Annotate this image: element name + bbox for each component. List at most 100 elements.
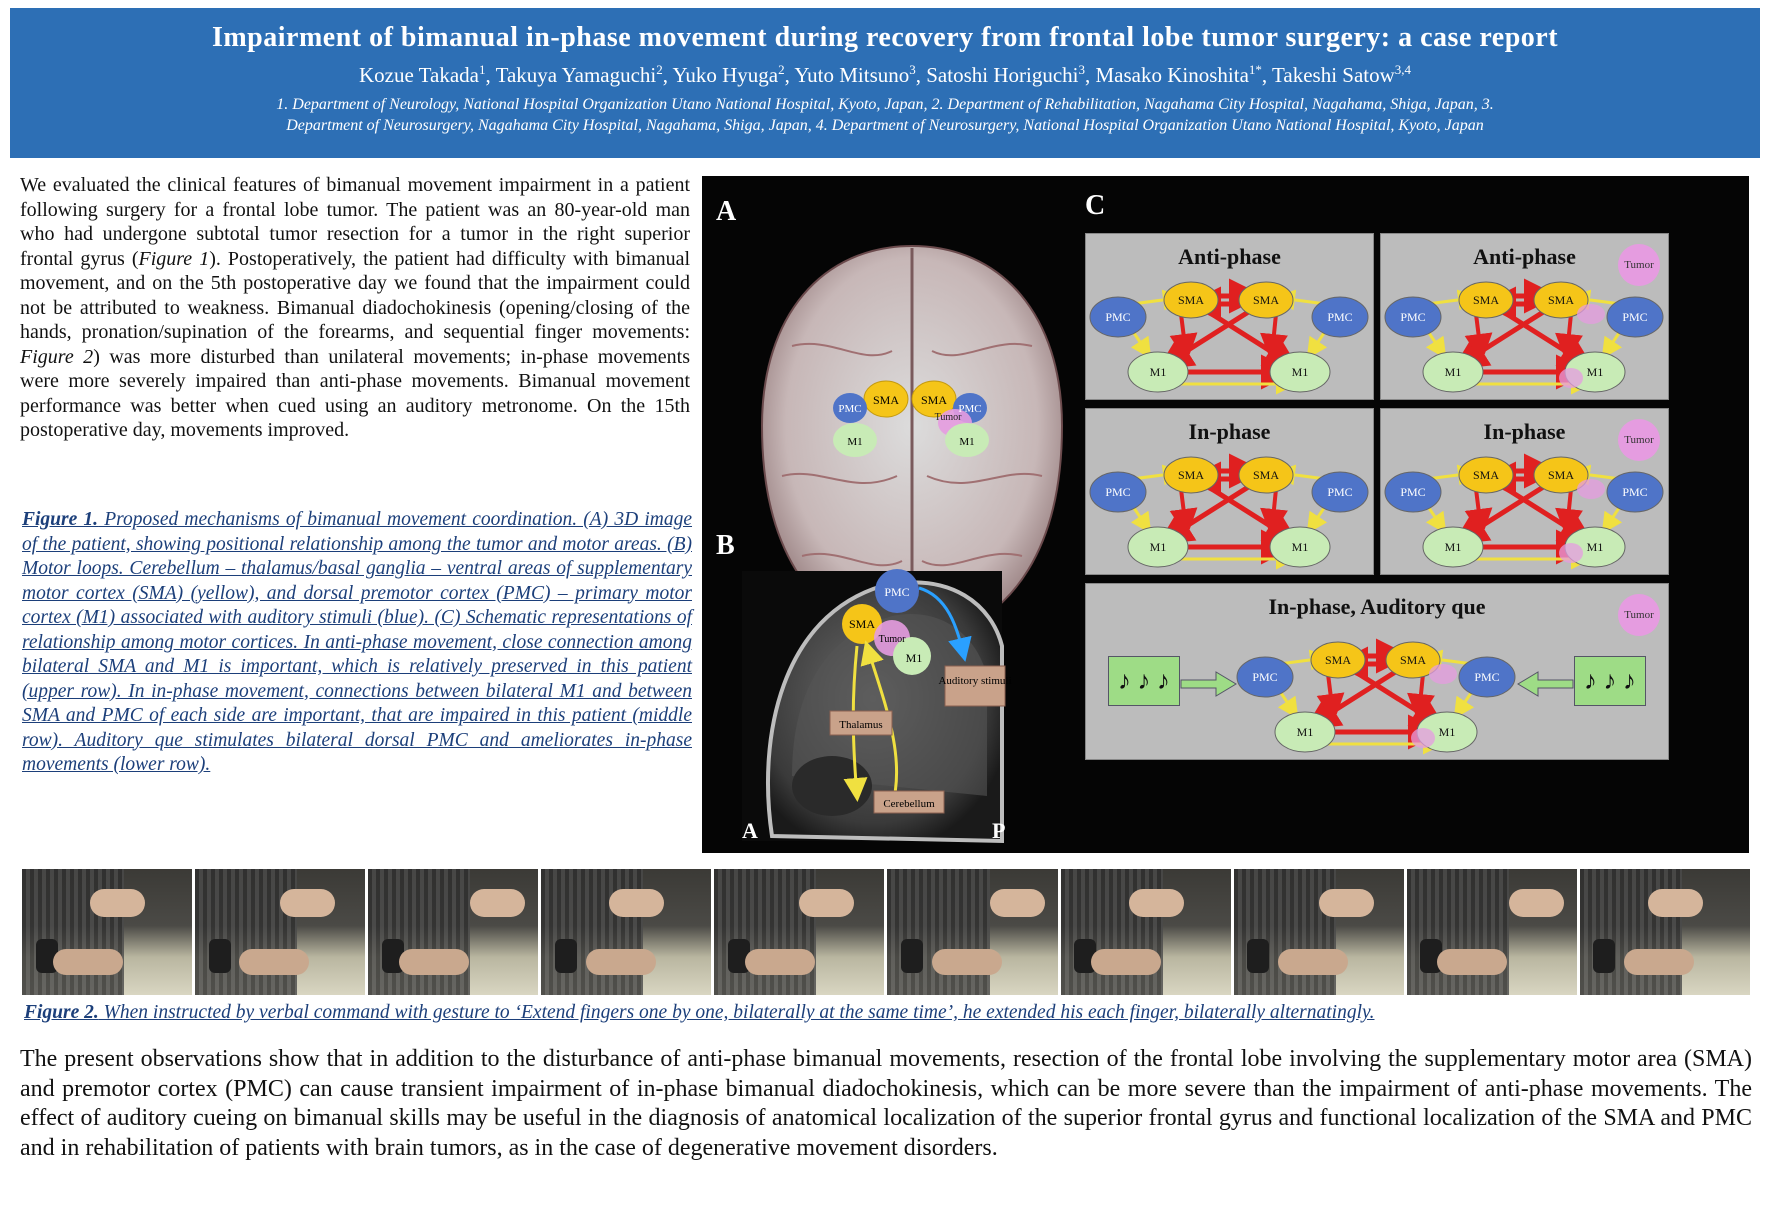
lower-hand-shape: [1437, 949, 1508, 975]
panel-b-pmc: [875, 569, 919, 613]
figure2-photo-frame: [887, 869, 1058, 995]
m1-right-node-label: M1: [1439, 725, 1456, 739]
figure2-photo-frame: [1233, 869, 1404, 995]
author-name: Yuto Mitsuno: [794, 63, 910, 87]
sma-right-node-label: SMA: [1253, 293, 1279, 307]
auditory-arrow-left: [1180, 671, 1237, 697]
pmc-right-node: [1458, 656, 1516, 698]
figure1-caption-label: Figure 1.: [22, 509, 99, 530]
figure1-caption-text: Proposed mechanisms of bimanual movement…: [22, 509, 693, 775]
sma-right-node-label: SMA: [1400, 653, 1426, 667]
wristband-shape: [1247, 939, 1270, 973]
pmc-left-node-label: PMC: [1400, 310, 1425, 324]
panel-c-box-title: Anti-phase: [1473, 244, 1576, 269]
m1-left-node-label: M1: [1445, 365, 1462, 379]
m1-left-node: [1127, 351, 1189, 393]
panel-a-sma-right: [911, 380, 957, 418]
m1-right-node: [1269, 351, 1331, 393]
sma-left-node-label: SMA: [1473, 468, 1499, 482]
connection-arrow: [1464, 488, 1493, 537]
m1-left-node-label: M1: [1297, 725, 1314, 739]
panel-b-m1: [893, 637, 931, 675]
connection-arrow: [1306, 329, 1328, 359]
connection-arrow: [1306, 504, 1328, 534]
m1-left-node-label: M1: [1150, 540, 1167, 554]
panel-b-thalamus-box: [829, 710, 893, 736]
panel-b-auditory-arrow: [918, 586, 972, 662]
music-notes-left: ♪ ♪ ♪: [1108, 656, 1180, 706]
sma-right-node: [1533, 456, 1589, 494]
intro-paragraph: We evaluated the clinical features of bi…: [20, 173, 690, 443]
panel-c-box-title: Anti-phase: [1178, 244, 1281, 269]
sleeve-shape: [368, 869, 471, 995]
sma-right-node-label: SMA: [1253, 468, 1279, 482]
pmc-left-node: [1089, 296, 1147, 338]
panel-a-tumor-label: Tumor: [935, 412, 963, 423]
sma-right-node: [1533, 281, 1589, 319]
pmc-right-node: [1606, 296, 1664, 338]
upper-hand-shape: [609, 889, 665, 917]
pmc-right-node: [1311, 296, 1369, 338]
m1-right-node-label: M1: [1292, 540, 1309, 554]
panel-a-pmc-right-label: PMC: [958, 403, 981, 415]
figure2-caption: Figure 2. When instructed by verbal comm…: [24, 1002, 1754, 1024]
sleeve-shape: [1060, 869, 1163, 995]
panel-c-label: C: [1085, 190, 1106, 221]
author-affiliation-mark: 3,4: [1394, 62, 1412, 77]
panel-b-pmc-label: PMC: [884, 585, 909, 599]
figure1-svg: SMA SMA PMC PMC Tumor M1 M1 A PMC SMA Tu…: [716, 196, 1064, 844]
lower-hand-shape: [398, 949, 469, 975]
panel-a-m1-left-label: M1: [847, 436, 862, 448]
m1-left-node-label: M1: [1150, 365, 1167, 379]
pmc-right-node-label: PMC: [1327, 310, 1352, 324]
pmc-left-node: [1089, 471, 1147, 513]
author-affiliation-mark: 1: [478, 62, 486, 77]
upper-hand-shape: [799, 889, 855, 917]
tumor-lesion-lower: [1411, 728, 1435, 748]
upper-hand-shape: [280, 889, 336, 917]
upper-hand-shape: [989, 889, 1045, 917]
figure2-photo-frame: [368, 869, 539, 995]
conclusion-paragraph: The present observations show that in ad…: [20, 1046, 1752, 1161]
panel-a-sma-right-label: SMA: [921, 393, 947, 407]
auditory-arrow-right: [1517, 671, 1574, 697]
affiliations-line-1: 1. Department of Neurology, National Hos…: [276, 96, 1494, 113]
connection-arrow: [1260, 488, 1288, 537]
author-affiliation-mark: 2: [656, 62, 663, 77]
panel-b-cerebellum-label: Cerebellum: [883, 798, 935, 810]
author-affiliation-mark: 3: [909, 62, 916, 77]
intro-figure2-ref: Figure 2: [20, 345, 94, 368]
connection-arrow: [1277, 689, 1299, 719]
pmc-left-node: [1236, 656, 1294, 698]
lower-hand-shape: [1624, 949, 1695, 975]
pmc-right-node-label: PMC: [1327, 485, 1352, 499]
sma-right-node-label: SMA: [1548, 293, 1574, 307]
author-affiliation-mark: 1*: [1248, 62, 1262, 77]
wristband-shape: [381, 939, 404, 973]
panel-c-tumor-tag: Tumor: [1618, 594, 1660, 636]
m1-right-node-label: M1: [1587, 540, 1604, 554]
panel-b-m1-label: M1: [906, 651, 923, 665]
panel-a-m1-right: [945, 423, 989, 457]
figure2-photo-frame: [195, 869, 366, 995]
poster-header: Impairment of bimanual in-phase movement…: [10, 8, 1760, 158]
m1-left-node: [1127, 526, 1189, 568]
m1-left-node-label: M1: [1445, 540, 1462, 554]
intro-text-2: ). Postoperatively, the patient had diff…: [20, 247, 690, 344]
sma-right-node-label: SMA: [1548, 468, 1574, 482]
m1-right-node-label: M1: [1587, 365, 1604, 379]
panel-c-tumor-tag: Tumor: [1618, 244, 1660, 286]
pmc-left-node-label: PMC: [1105, 485, 1130, 499]
sleeve-shape: [714, 869, 817, 995]
upper-hand-shape: [1508, 889, 1564, 917]
tumor-lesion-lower: [1559, 543, 1583, 563]
pmc-left-node: [1384, 471, 1442, 513]
panel-a-m1-right-label: M1: [959, 436, 974, 448]
connection-arrow: [1316, 673, 1345, 722]
sma-left-node: [1163, 281, 1219, 319]
author-affiliation-mark: 3: [1078, 62, 1086, 77]
